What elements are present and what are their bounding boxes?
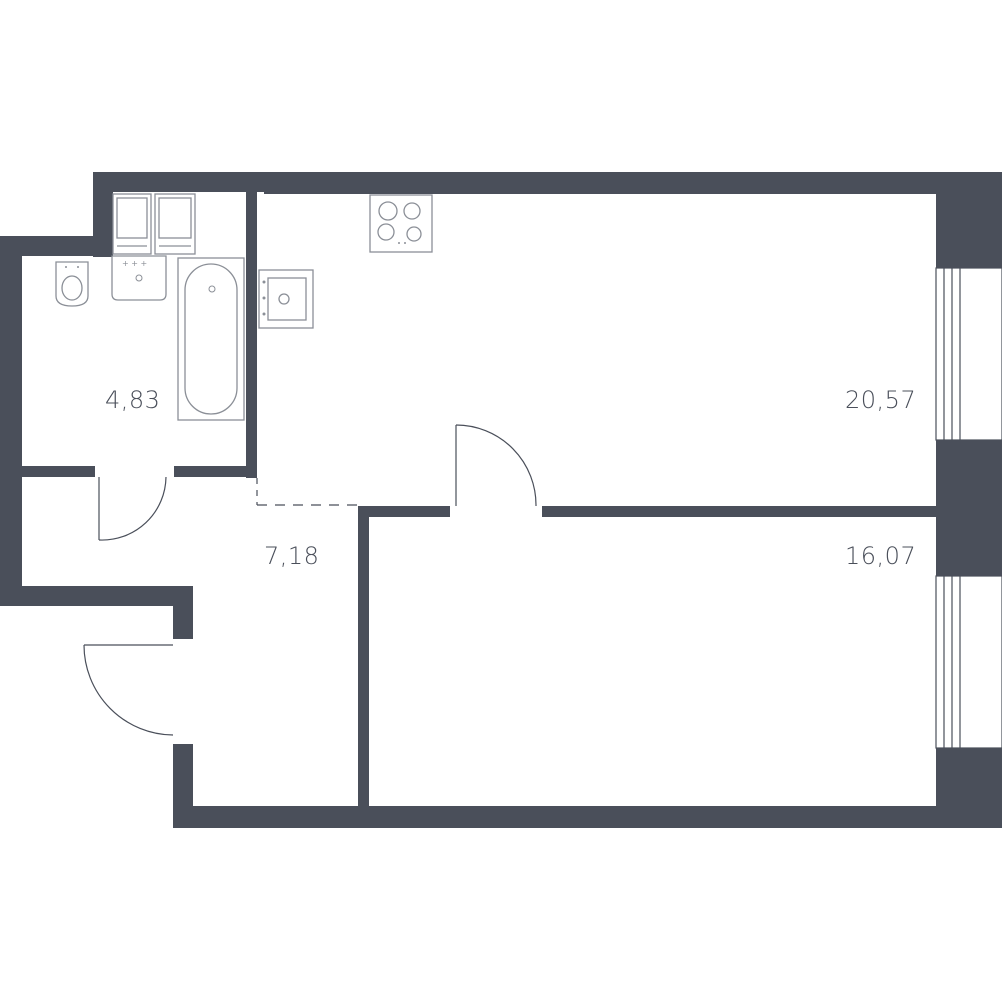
window-bottom [935,575,1002,749]
window-top [935,267,1002,441]
bathroom-area-label: 4,83 [105,386,161,414]
bathtub [177,257,245,421]
cooktop [369,194,433,253]
svg-text:+ + +: + + + [122,259,147,268]
kitchen-living-area-label: 20,57 [845,386,917,414]
bedroom-door [455,424,537,507]
kitchen-sink [258,269,314,329]
zone-boundary [256,478,358,506]
bedroom-area-label: 16,07 [845,542,917,570]
washbasin: + + + [111,255,167,301]
inner-walls [22,192,936,806]
toilet [55,261,89,307]
outer-walls [0,172,1002,828]
bathroom-door [98,476,167,541]
washing-machines [112,193,196,255]
hallway-area-label: 7,18 [264,542,320,570]
entrance-door [83,644,174,736]
